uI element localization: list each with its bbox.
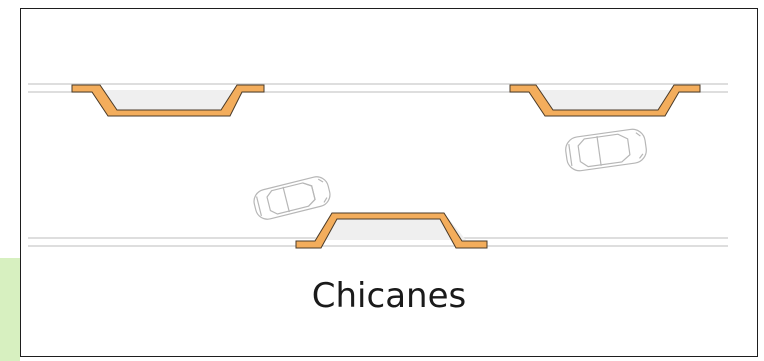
diagram-frame xyxy=(20,8,758,357)
curb-extension-upper-left xyxy=(71,84,265,117)
diagram-caption: Chicanes xyxy=(311,276,467,316)
curb-extension-lower-center xyxy=(295,212,488,249)
side-accent-tab xyxy=(0,258,20,361)
car-right xyxy=(565,128,647,172)
curb-extension-upper-right xyxy=(509,84,701,117)
car-left xyxy=(253,176,331,220)
